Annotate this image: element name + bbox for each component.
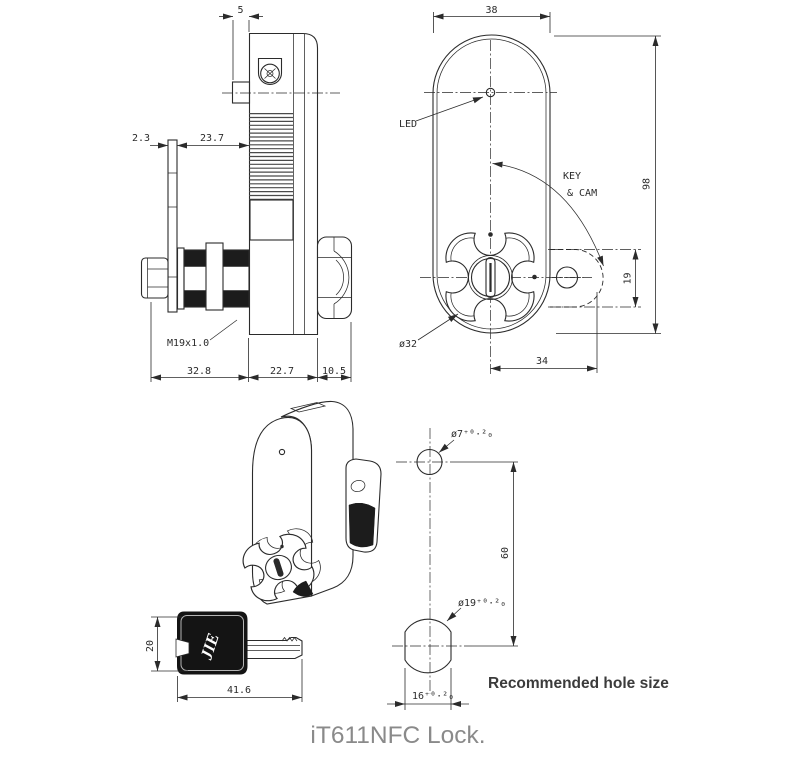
dim-label-knob-depth: 10.5	[322, 366, 346, 377]
dim-label-height: 98	[642, 178, 653, 190]
dim-label-key-length: 41.6	[227, 685, 251, 696]
dim-label-top-width: 5	[237, 5, 243, 16]
hole-note: Recommended hole size	[488, 675, 669, 692]
front-view: LED KEY & CAM 38 98 19	[399, 5, 661, 374]
dim-label-hole-spacing: 60	[500, 547, 511, 559]
knob-diameter-label: ø32	[399, 339, 417, 350]
dim-label-thread-len: 32.8	[187, 366, 211, 377]
dim-label-key-height: 20	[145, 640, 156, 652]
side-view: 5 2.3 23.7 M19x1.0 32.8 22.7 10.5	[132, 5, 353, 382]
key-view: JIE 20 41.6	[145, 611, 303, 702]
page-caption: iT611NFC Lock.	[310, 722, 485, 749]
dim-label-cam-offset: 19	[623, 272, 634, 284]
dim-label-flat-width: 16⁺⁰·²₀	[412, 691, 454, 702]
key-label: KEY	[563, 171, 581, 182]
dim-label-body-depth: 22.7	[270, 366, 294, 377]
dim-label-body-front: 23.7	[200, 133, 224, 144]
perspective-view	[238, 400, 382, 606]
dim-label-width: 38	[485, 5, 497, 16]
led-label: LED	[399, 119, 417, 130]
dim-label-center-to-cam: 34	[536, 356, 548, 367]
dim-label-cam-thickness: 2.3	[132, 133, 150, 144]
small-hole-dia-label: ø7⁺⁰·²₀	[451, 429, 493, 440]
holes-view: ø7⁺⁰·²₀ 60 ø19⁺⁰·²₀ 16⁺⁰·²₀ Recommended …	[387, 428, 669, 710]
cam-label: & CAM	[567, 188, 597, 199]
big-hole-dia-label: ø19⁺⁰·²₀	[458, 598, 506, 609]
thread-spec-label: M19x1.0	[167, 338, 209, 349]
